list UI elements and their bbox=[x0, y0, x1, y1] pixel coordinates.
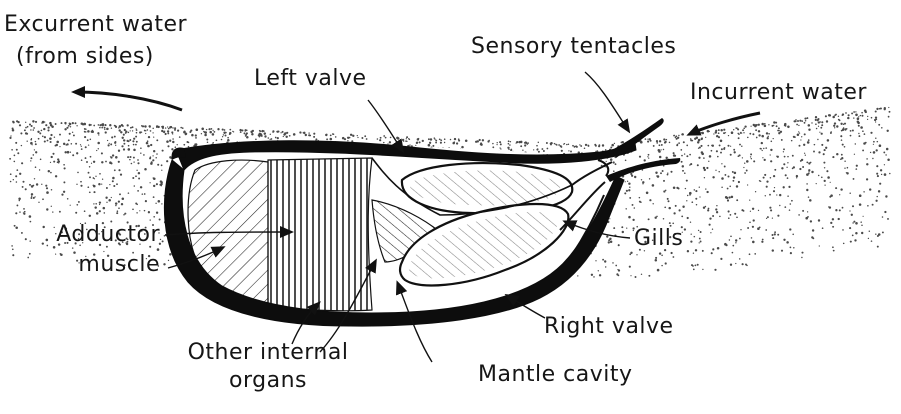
adductor-muscle-fibers bbox=[268, 158, 372, 311]
label-excurrent-line1: Excurrent water bbox=[4, 12, 187, 38]
label-adductor-line1: Adductor bbox=[30, 222, 160, 248]
label-incurrent-water: Incurrent water bbox=[690, 80, 867, 106]
label-organs-line1: Other internal bbox=[158, 340, 378, 366]
gill-upper-hatch bbox=[410, 170, 560, 205]
label-excurrent-line2: (from sides) bbox=[4, 44, 187, 70]
label-gills: Gills bbox=[634, 226, 683, 252]
label-organs-line2: organs bbox=[158, 368, 378, 394]
label-other-internal-organs: Other internal organs bbox=[158, 340, 378, 394]
excurrent-arrow bbox=[75, 92, 182, 110]
label-sensory-tentacles: Sensory tentacles bbox=[471, 34, 676, 60]
label-adductor-muscle: Adductor muscle bbox=[30, 222, 160, 278]
label-excurrent-water: Excurrent water (from sides) bbox=[4, 12, 187, 70]
label-right-valve: Right valve bbox=[544, 314, 674, 340]
label-adductor-line2: muscle bbox=[30, 252, 160, 278]
sensory-tentacle-upper bbox=[612, 118, 664, 158]
leader-left-valve bbox=[368, 100, 402, 150]
label-mantle-cavity: Mantle cavity bbox=[478, 362, 633, 388]
leader-tentacles bbox=[585, 72, 628, 130]
incurrent-arrow bbox=[690, 113, 760, 134]
label-left-valve: Left valve bbox=[254, 66, 367, 92]
